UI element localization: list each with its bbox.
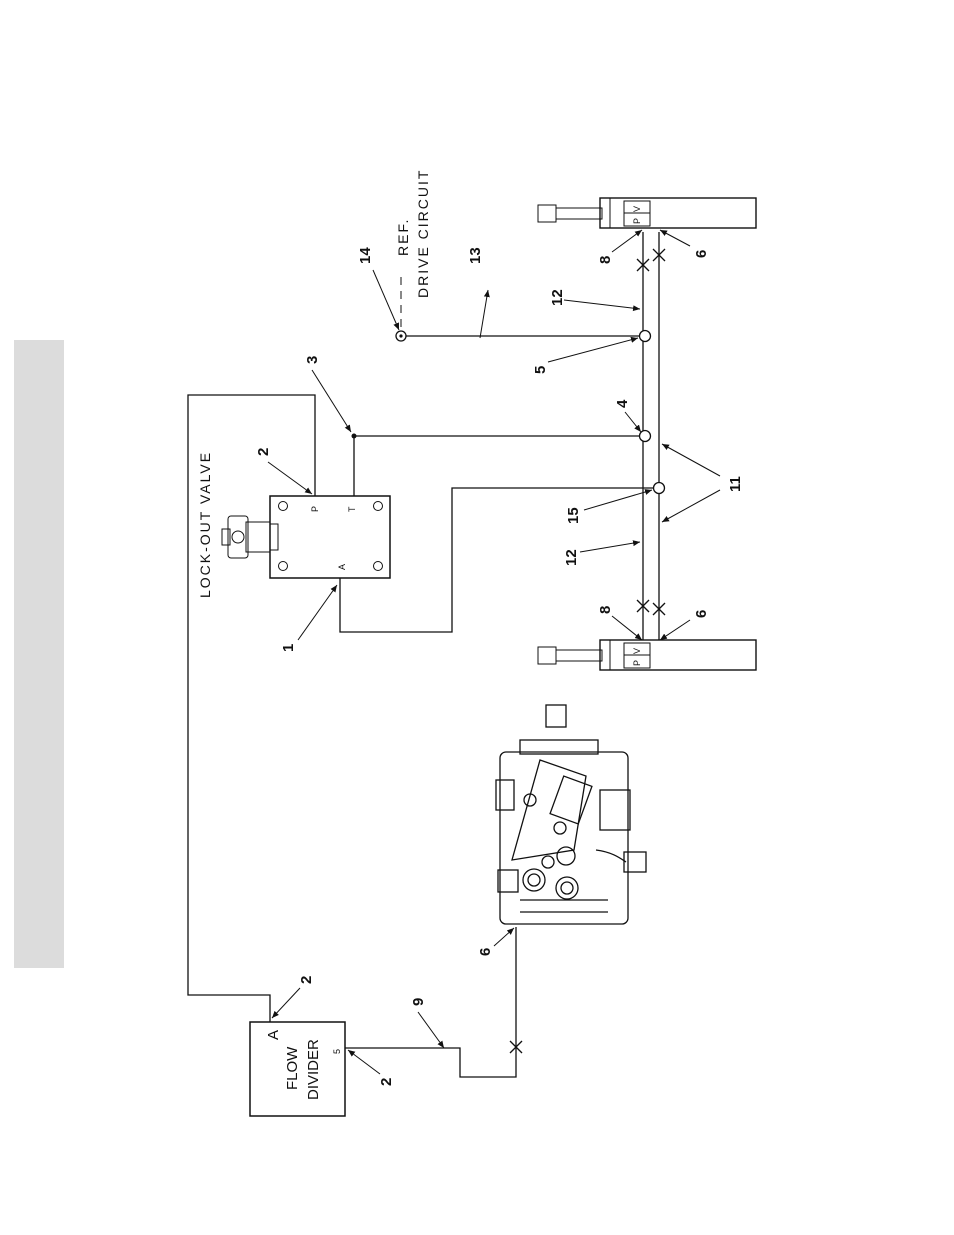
callout-6-pump: 6 [477, 948, 494, 956]
callout-4: 4 [614, 399, 631, 408]
valve-port-a: A [337, 564, 347, 570]
callout-12-top: 12 [549, 289, 566, 306]
callout-6-top: 6 [693, 250, 710, 258]
hydraulic-pump [496, 705, 646, 924]
callout-11: 11 [727, 476, 744, 492]
valve-port-t: T [347, 506, 357, 512]
cyl-top-port-p: P [632, 218, 642, 224]
lockout-valve-label: LOCK-OUT VALVE [197, 451, 213, 598]
flow-port-5: 5 [332, 1049, 342, 1054]
fitting-3-dot [352, 434, 357, 439]
tee-fitting-15 [654, 483, 665, 494]
callout-3: 3 [304, 356, 321, 364]
callout-2-flow-a: 2 [298, 976, 315, 984]
flow-port-a: A [265, 1030, 282, 1040]
tee-fitting-5 [640, 331, 651, 342]
callout-2-valve: 2 [255, 448, 272, 456]
callout-13: 13 [467, 247, 484, 264]
callout-15: 15 [565, 507, 582, 524]
tee-fitting-4 [640, 431, 651, 442]
valve-port-p: P [310, 506, 320, 512]
flow-label: FLOW [284, 1046, 301, 1090]
cyl-top-port-v: V [632, 206, 642, 212]
callout-6-bottom: 6 [693, 610, 710, 618]
cylinder-bottom [538, 640, 756, 670]
drive-circuit-label: DRIVE CIRCUIT [415, 169, 431, 298]
callout-12-bottom: 12 [563, 549, 580, 566]
callout-2-flow-5: 2 [378, 1078, 395, 1086]
callout-1: 1 [280, 644, 297, 652]
callout-8-top: 8 [597, 256, 614, 264]
callout-14: 14 [357, 247, 374, 264]
callout-9: 9 [410, 998, 427, 1006]
cyl-bottom-port-p: P [632, 660, 642, 666]
callout-5: 5 [532, 366, 549, 374]
lockout-valve [222, 496, 390, 578]
ref-label: REF. [395, 218, 411, 256]
cyl-bottom-port-v: V [632, 648, 642, 654]
callout-8-bottom: 8 [597, 606, 614, 614]
cylinder-top [538, 198, 756, 228]
divider-label: DIVIDER [305, 1039, 322, 1100]
hose-valve-t [354, 436, 645, 496]
